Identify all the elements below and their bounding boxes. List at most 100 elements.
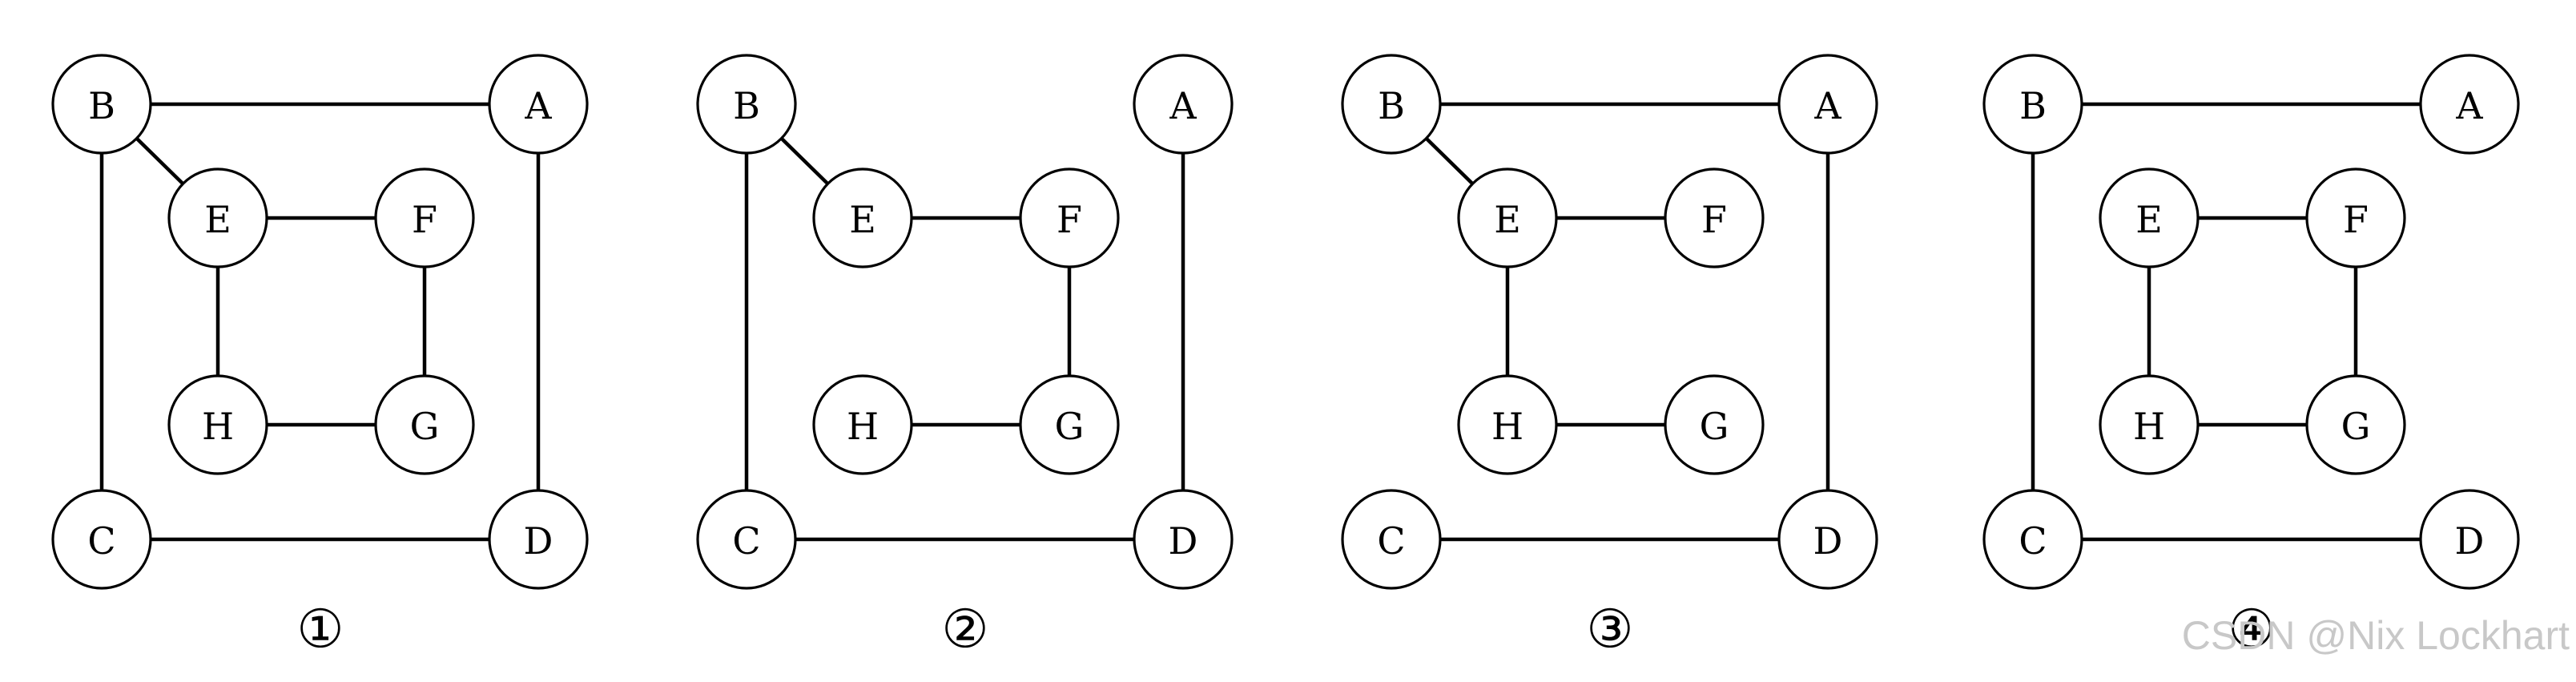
node-circle <box>2099 374 2200 475</box>
panel-caption: ④ <box>2228 599 2275 660</box>
node-label: H <box>847 405 879 448</box>
node-circle <box>1664 167 1765 268</box>
node-circle <box>374 374 475 475</box>
node-label: F <box>2343 198 2369 241</box>
node-label: B <box>2019 84 2047 127</box>
node-label: A <box>1813 84 1841 127</box>
node-label: E <box>204 198 231 241</box>
node-d: D <box>2419 489 2520 590</box>
node-circle <box>1019 167 1120 268</box>
panel-caption: ② <box>941 599 988 660</box>
node-circle <box>1133 489 1234 590</box>
node-h: H <box>812 374 913 475</box>
node-f: F <box>2305 167 2406 268</box>
node-circle <box>167 374 268 475</box>
node-label: H <box>1491 405 1523 448</box>
node-circle <box>1982 54 2083 155</box>
node-label: A <box>1169 84 1197 127</box>
node-circle <box>374 167 475 268</box>
node-circle <box>812 374 913 475</box>
node-b: B <box>51 54 152 155</box>
node-f: F <box>374 167 475 268</box>
node-label: B <box>88 84 115 127</box>
node-circle <box>1664 374 1765 475</box>
panel-caption: ① <box>296 599 344 660</box>
node-label: A <box>2455 84 2483 127</box>
node-circle <box>2419 489 2520 590</box>
node-label: E <box>2135 198 2163 241</box>
node-c: C <box>51 489 152 590</box>
node-circle <box>2305 374 2406 475</box>
node-label: C <box>2019 519 2047 563</box>
node-a: A <box>2419 54 2520 155</box>
graph-panel-4: B A E F H G C D ④ <box>1982 54 2520 660</box>
node-b: B <box>696 54 797 155</box>
node-circle <box>2419 54 2520 155</box>
node-circle <box>696 489 797 590</box>
node-b: B <box>1341 54 1442 155</box>
node-g: G <box>374 374 475 475</box>
node-circle <box>488 489 589 590</box>
node-a: A <box>1777 54 1878 155</box>
node-circle <box>1777 489 1878 590</box>
node-circle <box>696 54 797 155</box>
node-a: A <box>488 54 589 155</box>
node-circle <box>51 489 152 590</box>
node-circle <box>167 167 268 268</box>
node-label: D <box>524 519 553 563</box>
node-label: G <box>410 405 440 448</box>
node-circle <box>1341 54 1442 155</box>
node-d: D <box>1133 489 1234 590</box>
graph-panel-2: B A E F H G C D ② <box>696 54 1234 660</box>
node-circle <box>1019 374 1120 475</box>
node-g: G <box>1019 374 1120 475</box>
node-e: E <box>812 167 913 268</box>
node-label: D <box>1813 519 1843 563</box>
node-label: H <box>202 405 234 448</box>
node-label: H <box>2133 405 2165 448</box>
node-c: C <box>696 489 797 590</box>
node-label: G <box>1055 405 1085 448</box>
node-circle <box>2099 167 2200 268</box>
panel-caption: ③ <box>1586 599 1633 660</box>
node-label: D <box>2455 519 2485 563</box>
node-label: E <box>1494 198 1521 241</box>
node-circle <box>2305 167 2406 268</box>
node-e: E <box>167 167 268 268</box>
node-h: H <box>2099 374 2200 475</box>
node-g: G <box>1664 374 1765 475</box>
node-circle <box>1982 489 2083 590</box>
node-d: D <box>488 489 589 590</box>
node-label: B <box>1378 84 1405 127</box>
node-label: C <box>1377 519 1405 563</box>
node-label: B <box>733 84 760 127</box>
node-circle <box>488 54 589 155</box>
node-e: E <box>2099 167 2200 268</box>
node-h: H <box>1457 374 1558 475</box>
node-c: C <box>1982 489 2083 590</box>
node-circle <box>51 54 152 155</box>
node-f: F <box>1019 167 1120 268</box>
node-f: F <box>1664 167 1765 268</box>
node-label: F <box>1701 198 1727 241</box>
watermark-text: CSDN @Nix Lockhart <box>2182 613 2570 658</box>
node-label: A <box>524 84 552 127</box>
node-circle <box>812 167 913 268</box>
node-label: C <box>87 519 115 563</box>
node-b: B <box>1982 54 2083 155</box>
node-label: G <box>2341 405 2371 448</box>
node-c: C <box>1341 489 1442 590</box>
node-label: D <box>1169 519 1198 563</box>
node-label: F <box>1057 198 1082 241</box>
node-circle <box>1777 54 1878 155</box>
node-h: H <box>167 374 268 475</box>
node-g: G <box>2305 374 2406 475</box>
graph-panel-1: B A E F H G C D ① <box>51 54 589 660</box>
node-label: F <box>412 198 437 241</box>
node-circle <box>1341 489 1442 590</box>
graph-panel-3: B A E F H G C D ③ <box>1341 54 1878 660</box>
node-a: A <box>1133 54 1234 155</box>
node-label: G <box>1700 405 1729 448</box>
node-e: E <box>1457 167 1558 268</box>
